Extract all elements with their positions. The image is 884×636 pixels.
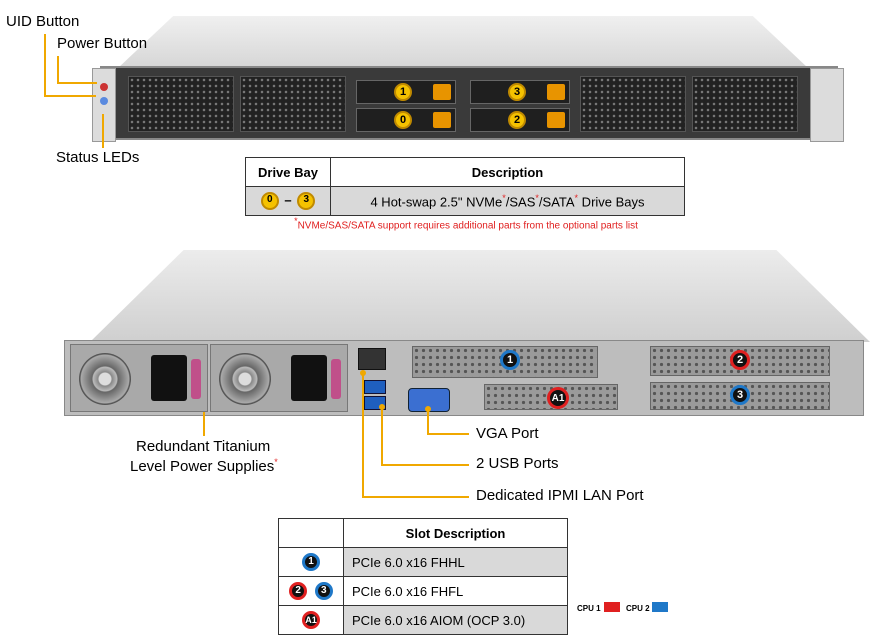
drive-footnote-text: NVMe/SAS/SATA support requires additiona… [297,220,638,232]
slot-row-desc: PCIe 6.0 x16 FHFL [343,576,568,606]
slot-table-badge-2: 2 [289,582,308,600]
drive-bay-range: 0 – 3 [245,186,331,216]
uid-callout-line-h [44,95,96,97]
slot-badge-3: 3 [730,385,750,405]
slot-description-table: Slot Description 1 PCIe 6.0 x16 FHHL 2 3… [278,518,568,635]
drive-footnote: *NVMe/SAS/SATA support requires addition… [294,216,638,232]
front-right-ear [810,68,844,142]
drive-badge-3: 3 [508,83,526,101]
slot-row-desc: PCIe 6.0 x16 FHHL [343,547,568,577]
slot-badge-2: 2 [730,350,750,370]
front-left-ear [92,68,116,142]
desc-part-1: 4 Hot-swap 2.5" NVMe [370,194,503,210]
slot-badge-1: 1 [500,350,520,370]
cpu1-legend-label: CPU 1 [577,604,601,613]
slot-row-icons: 1 [278,547,344,577]
cpu1-legend-swatch [604,602,620,612]
slot-description-header: Slot Description [343,518,568,548]
drive-badge-0: 0 [394,111,412,129]
power-button-label: Power Button [57,35,148,52]
ipmi-callout-dot [360,370,366,376]
drive-bay-header: Drive Bay [245,157,331,187]
ipmi-callout-line-h [362,496,469,498]
ipmi-lan-port[interactable] [358,348,386,370]
desc-part-4: Drive Bays [578,194,645,210]
usb-ports-label: 2 USB Ports [476,455,559,472]
front-vent-3 [580,76,686,132]
usb-port-1[interactable] [364,380,386,394]
power-socket-icon [291,355,327,401]
slot-table-badge-3: 3 [314,582,333,600]
power-supply-1[interactable] [70,344,208,412]
front-vent-2 [240,76,346,132]
ipmi-callout-line [362,374,364,497]
slot-row-icons: 2 3 [278,576,344,606]
bay-badge-3: 3 [297,192,316,210]
pcie-slot-2[interactable] [650,346,830,376]
drive-bay-table: Drive Bay Description 0 – 3 4 Hot-swap 2… [245,157,685,216]
drive-badge-1: 1 [394,83,412,101]
slot-row-icons: A1 [278,605,344,635]
psu-callout-line [203,412,205,436]
slot-table-badge-1: 1 [302,553,320,571]
usb-callout-line [381,408,383,465]
power-socket-icon [151,355,187,401]
drive-badge-2: 2 [508,111,526,129]
psu-fan-icon [219,353,271,405]
psu-handle[interactable] [191,359,201,399]
slot-row-desc: PCIe 6.0 x16 AIOM (OCP 3.0) [343,605,568,635]
bay-badge-0: 0 [260,192,279,210]
slot-icon-header [278,518,344,548]
front-chassis-top [118,16,808,68]
uid-button-led[interactable] [100,97,108,105]
psu-handle[interactable] [331,359,341,399]
ipmi-port-label: Dedicated IPMI LAN Port [476,487,644,504]
drive-bay-description: 4 Hot-swap 2.5" NVMe*/SAS*/SATA* Drive B… [330,186,685,216]
cpu2-legend-swatch [652,602,668,612]
psu-fan-icon [79,353,131,405]
cpu2-legend-label: CPU 2 [626,604,650,613]
vga-callout-line-h [427,433,469,435]
description-header: Description [330,157,685,187]
rear-chassis-top [90,250,870,342]
slot-badge-a1: A1 [547,387,569,409]
front-vent-4 [692,76,798,132]
power-button-led[interactable] [100,83,108,91]
desc-part-2: /SAS [505,194,536,210]
slot-table-badge-a1: A1 [302,611,320,629]
power-callout-line-h [57,82,97,84]
power-supply-2[interactable] [210,344,348,412]
desc-part-3: /SATA [538,194,575,210]
uid-callout-line [44,34,46,96]
power-callout-line [57,56,59,83]
psu-label-line1: Redundant Titanium [136,438,271,455]
status-leds-label: Status LEDs [56,149,140,166]
usb-callout-line-h [381,464,469,466]
psu-label-line2: Level Power Supplies* [130,457,278,475]
front-vent-1 [128,76,234,132]
psu-label-line2-text: Level Power Supplies [130,458,275,475]
vga-callout-line [427,410,429,434]
uid-button-label: UID Button [6,13,80,30]
status-callout-line [102,114,104,148]
bay-range-dash: – [284,192,292,208]
vga-callout-dot [425,406,431,412]
vga-port-label: VGA Port [476,425,539,442]
usb-callout-dot [379,404,385,410]
